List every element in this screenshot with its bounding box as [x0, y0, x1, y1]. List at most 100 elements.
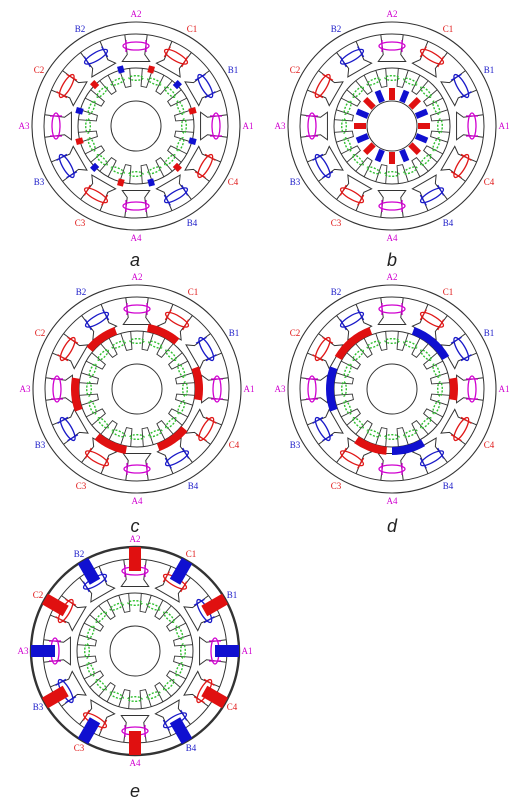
armature-coil-c1 [419, 46, 445, 68]
rotor-slot [355, 157, 373, 178]
coil-label-a1: A1 [244, 384, 255, 394]
coil-label-b2: B2 [74, 549, 85, 559]
permanent-magnet [41, 685, 69, 709]
permanent-magnet [147, 324, 180, 345]
stator-tooth [44, 111, 72, 141]
field-coil [164, 154, 176, 166]
armature-coil-c3 [339, 184, 365, 206]
stator-tooth [440, 408, 477, 445]
coil-label-a2: A2 [130, 534, 141, 544]
rotor-slot [84, 145, 105, 163]
armature-coil-c2 [312, 73, 334, 99]
field-coil [146, 691, 161, 700]
coil-label-c1: C1 [188, 287, 199, 297]
field-coil [403, 429, 418, 438]
stator-tooth [440, 70, 477, 107]
rotor-slot [340, 89, 361, 107]
coil-label-b1: B1 [484, 328, 495, 338]
stator-tooth [80, 41, 117, 78]
stator-tooth [300, 111, 328, 141]
stator-tooth [307, 408, 344, 445]
field-coil [179, 643, 186, 659]
armature-coil-a2 [378, 303, 406, 315]
field-coil [352, 154, 364, 166]
coil-label-c2: C2 [290, 65, 301, 75]
field-coil [84, 118, 91, 134]
armature-coil-c4 [450, 153, 472, 179]
armature-coil-b2 [83, 46, 109, 68]
armature-coil-b4 [164, 447, 190, 469]
field-coil [129, 338, 145, 345]
field-coil [86, 662, 95, 677]
coil-label-c1: C1 [443, 24, 454, 34]
rotor-slot [99, 74, 117, 95]
field-coil [177, 363, 186, 378]
stator-tooth [120, 715, 150, 743]
field-coil [88, 363, 97, 378]
field-coil [176, 137, 185, 152]
coil-label-a3: A3 [20, 384, 31, 394]
field-coil [86, 625, 95, 640]
permanent-magnet [129, 731, 141, 755]
shaft-bore [366, 363, 418, 415]
rotor-outer-edge [333, 67, 451, 185]
coil-label-c2: C2 [34, 65, 45, 75]
permanent-magnet [374, 89, 385, 104]
permanent-magnet [363, 142, 376, 155]
rotor-slot [167, 89, 188, 107]
permanent-magnet [188, 107, 197, 115]
stator-tooth [307, 70, 344, 107]
coil-label-a2: A2 [387, 272, 398, 282]
armature-coil-a2 [123, 303, 151, 315]
coil-label-a1: A1 [499, 121, 510, 131]
field-coil [86, 381, 93, 397]
stator-tooth [120, 559, 150, 587]
permanent-magnet [414, 108, 429, 119]
field-coil [127, 695, 143, 702]
rotor-slot [167, 145, 188, 163]
stator-tooth [185, 333, 222, 370]
field-coil [163, 679, 175, 691]
field-coil [432, 400, 441, 415]
coil-label-a4: A4 [387, 233, 398, 243]
rotor-slot [340, 145, 361, 163]
shaft-bore [109, 625, 161, 677]
field-coil [129, 433, 145, 440]
coil-label-b3: B3 [290, 177, 301, 187]
stator-tooth [79, 699, 116, 736]
coil-label-a4: A4 [387, 496, 398, 506]
armature-coil-c3 [83, 184, 109, 206]
permanent-magnet [191, 366, 203, 401]
stator-yoke-edge [43, 33, 229, 219]
permanent-magnet [408, 142, 421, 155]
field-coil [343, 400, 352, 415]
permanent-magnet [94, 433, 127, 454]
coil-label-c1: C1 [187, 24, 198, 34]
armature-coil-a1 [466, 112, 478, 140]
rotor-slot [85, 352, 106, 370]
armature-coil-b3 [55, 678, 77, 704]
stator-tooth [154, 699, 191, 736]
permanent-magnet [77, 557, 101, 585]
coil-label-c4: C4 [228, 177, 239, 187]
armature-coil-c1 [419, 309, 445, 331]
stator-tooth [52, 408, 89, 445]
coil-label-c3: C3 [331, 218, 342, 228]
field-coil [175, 625, 184, 640]
coil-label-c4: C4 [229, 440, 240, 450]
permanent-magnet [77, 717, 101, 745]
stator-yoke-edge [44, 296, 230, 482]
stator-yoke-edge [299, 33, 485, 219]
rotor-slot [411, 157, 429, 178]
coil-label-c2: C2 [35, 328, 46, 338]
field-coil [340, 118, 347, 134]
field-coil [148, 340, 163, 349]
armature-coil-a4 [122, 200, 150, 212]
coil-label-a2: A2 [131, 9, 142, 19]
coil-label-b4: B4 [186, 743, 197, 753]
stator-tooth [50, 670, 87, 707]
coil-label-c2: C2 [290, 328, 301, 338]
permanent-magnet [117, 65, 125, 74]
field-coil [366, 340, 381, 349]
